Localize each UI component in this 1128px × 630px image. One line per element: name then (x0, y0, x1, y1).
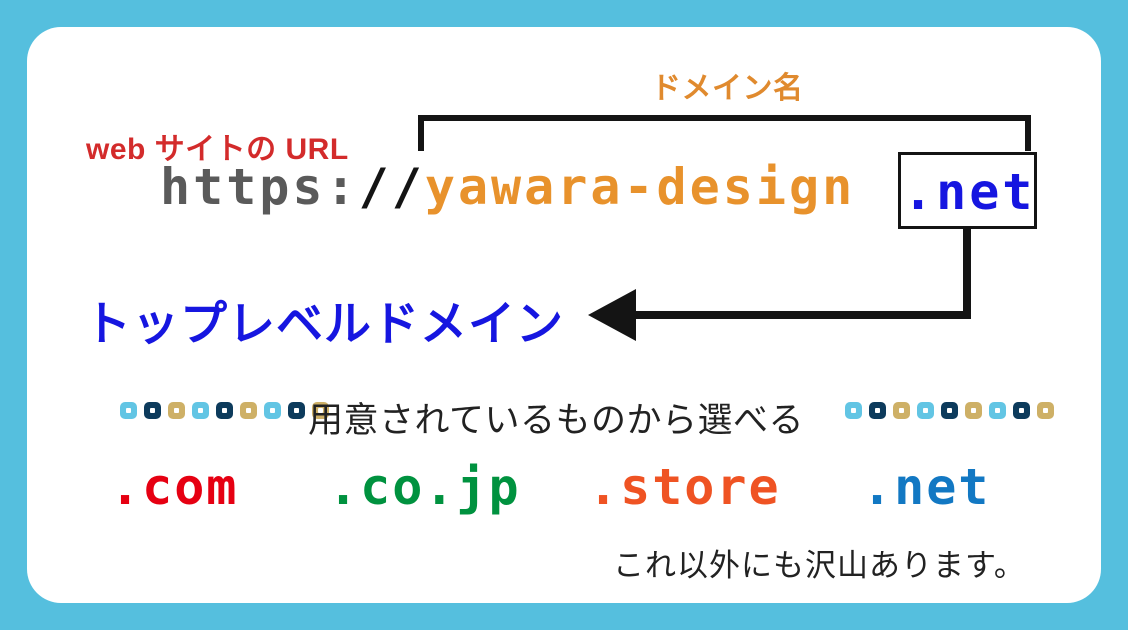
decorative-dot (989, 402, 1006, 419)
choose-caption: 用意されているものから選べる (308, 401, 804, 440)
decorative-dot (192, 402, 209, 419)
domain-name-label: ドメイン名 (651, 72, 804, 105)
decorative-dots-left (120, 402, 329, 419)
website-url-label: web サイトの URL (86, 133, 349, 166)
url-display: https://yawara-design (160, 158, 855, 216)
tld-example-net: .net (862, 458, 991, 516)
footnote-text: これ以外にも沢山あります。 (613, 548, 1026, 583)
tld-highlight-box: .net (898, 152, 1037, 229)
decorative-dot (216, 402, 233, 419)
decorative-dot (1037, 402, 1054, 419)
decorative-dot (869, 402, 886, 419)
tld-examples-list: .com .co.jp .store .net (110, 458, 1020, 528)
decorative-dot (941, 402, 958, 419)
decorative-dot (144, 402, 161, 419)
decorative-dot (168, 402, 185, 419)
decorative-dot (1013, 402, 1030, 419)
tld-example-com: .com (110, 458, 239, 516)
decorative-dot (288, 402, 305, 419)
url-slashes: // (358, 158, 425, 216)
top-level-domain-label: トップレベルドメイン (84, 297, 564, 350)
url-second-level-domain: yawara-design (424, 158, 856, 216)
decorative-dot (240, 402, 257, 419)
decorative-dot (312, 402, 329, 419)
decorative-dot (120, 402, 137, 419)
decorative-dot (893, 402, 910, 419)
url-tld: .net (903, 163, 1036, 221)
url-scheme: https: (160, 158, 359, 216)
tld-example-cojp: .co.jp (328, 458, 521, 516)
decorative-dot (917, 402, 934, 419)
decorative-dot (845, 402, 862, 419)
decorative-dot (264, 402, 281, 419)
tld-example-store: .store (588, 458, 781, 516)
decorative-dot (965, 402, 982, 419)
decorative-dots-right (845, 402, 1054, 419)
